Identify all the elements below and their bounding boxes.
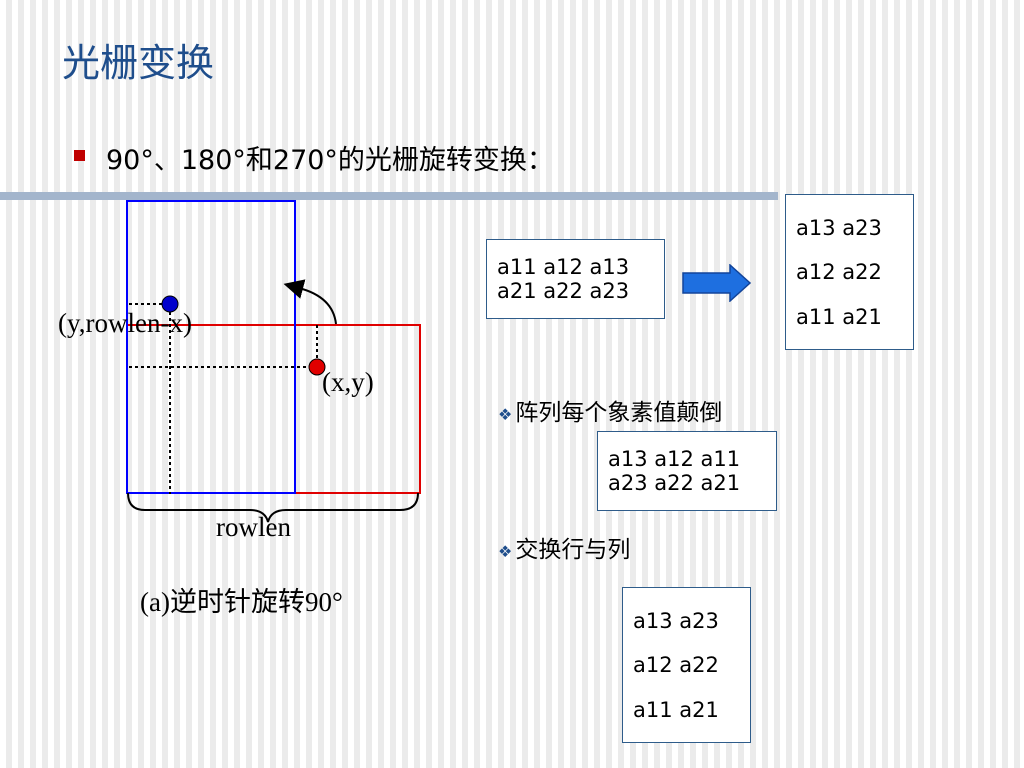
rotated-point xyxy=(161,295,179,313)
matrix-row: a12 a22 xyxy=(796,260,882,284)
bullet-text: 90°、180°和270°的光栅旋转变换： xyxy=(106,145,554,176)
step-1: ❖阵列每个象素值颠倒 xyxy=(498,393,722,427)
matrix-row: a11 a12 a13 xyxy=(497,255,630,279)
matrix-row: a13 a23 xyxy=(796,215,882,240)
diamond-bullet-icon: ❖ xyxy=(498,405,513,424)
step-2: ❖交换行与列 xyxy=(498,530,630,564)
point-label: (x,y) xyxy=(322,367,374,397)
matrix-row: a11 a21 xyxy=(633,697,719,722)
matrix-row: a11 a21 xyxy=(796,304,882,329)
matrix-row: a12 a22 xyxy=(633,653,719,677)
matrix-row: a21 a22 a23 xyxy=(497,279,630,303)
width-label: rowlen xyxy=(216,512,291,542)
width-brace xyxy=(127,492,419,523)
matrix-row: a13 a12 a11 xyxy=(608,447,741,471)
matrix-reversed: a13 a12 a11 a23 a22 a21 xyxy=(597,431,777,511)
matrix-original: a11 a12 a13 a21 a22 a23 xyxy=(486,239,665,319)
right-arrow-icon xyxy=(682,264,752,302)
bullet-marker xyxy=(74,150,85,161)
divider-rule xyxy=(0,192,778,200)
diagram-caption: (a)逆时针旋转90° xyxy=(140,587,343,617)
matrix-row: a23 a22 a21 xyxy=(608,471,741,495)
step-1-text: 阵列每个象素值颠倒 xyxy=(515,400,723,426)
diamond-bullet-icon: ❖ xyxy=(498,542,513,561)
step-2-text: 交换行与列 xyxy=(515,537,631,563)
matrix-row: a13 a23 xyxy=(633,608,719,633)
slide-title: 光栅变换 xyxy=(62,41,215,85)
rotated-point-label: (y,rowlen-x) xyxy=(58,308,192,338)
rotation-arrow xyxy=(283,279,337,325)
matrix-result-top: a13 a23 a12 a22 a11 a21 xyxy=(785,194,914,350)
rotated-raster-rect xyxy=(126,200,296,494)
matrix-result-bottom: a13 a23 a12 a22 a11 a21 xyxy=(622,587,751,743)
original-point xyxy=(308,358,326,376)
